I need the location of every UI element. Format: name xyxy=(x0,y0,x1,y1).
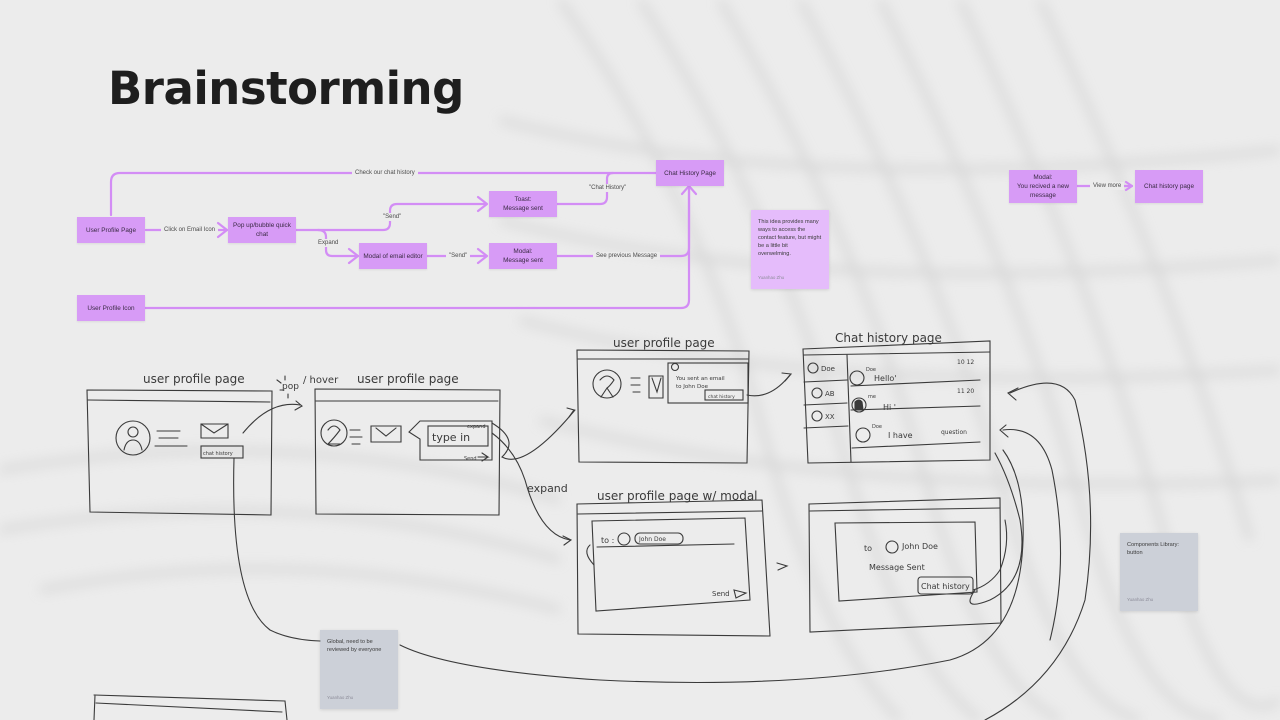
edge-arrow-view-more xyxy=(1124,180,1134,192)
sketch-chat-history-button: chat history xyxy=(203,451,233,457)
node-label: Pop up/bubble quick chat xyxy=(233,222,291,238)
sticky-note-overwhelming[interactable]: This idea provides many ways to access t… xyxy=(751,210,829,289)
sketch-chat-history-page xyxy=(802,340,991,464)
sketch-user-profile-page xyxy=(86,389,321,642)
sketch-chat-history-btn-3: chat history xyxy=(708,394,735,400)
sketch-send-modal: Send xyxy=(712,590,730,598)
sketch-expand-small: expand xyxy=(467,424,486,430)
sketch-sent-msg-1: You sent an email xyxy=(675,376,725,382)
sketch-expand-label: expand xyxy=(527,482,568,495)
edge-label-see-previous: See previous Message xyxy=(593,252,661,260)
node-modal-editor[interactable]: Modal of email editor xyxy=(359,243,427,269)
sketch-sent-msg-2: to John Doe xyxy=(676,384,709,390)
sketch-title-5: user profile page w/ modal xyxy=(597,489,758,503)
sketch-msg-text: Hi ' xyxy=(883,403,896,412)
sketch-chat-history-btn-6: Chat history xyxy=(921,582,970,591)
edge-arrow-send-toast xyxy=(476,195,489,213)
page-title: Brainstorming xyxy=(108,62,464,115)
node-title: Modal: xyxy=(1033,174,1053,181)
edge-label-send-2: "Send" xyxy=(446,252,471,260)
node-user-profile-icon[interactable]: User Profile Icon xyxy=(77,295,145,321)
edge-chat-history xyxy=(555,171,615,206)
node-label: You recived a new message xyxy=(1017,183,1069,199)
sketch-to: to xyxy=(864,544,872,553)
sketch-msg-sender: Doe xyxy=(872,424,882,430)
edge-label-send-1: "Send" xyxy=(380,213,405,221)
node-chat-history-page[interactable]: Chat History Page xyxy=(656,160,724,186)
edge-expand xyxy=(316,228,359,258)
sticky-note-global[interactable]: Global, need to be reviewed by everyone … xyxy=(320,630,398,709)
sticky-text: Global, need to be reviewed by everyone xyxy=(327,639,382,653)
sketch-msg-extra: question xyxy=(941,429,967,436)
sticky-author: Yuanhao Zhu xyxy=(1127,597,1154,602)
sketch-message-sent: Message Sent xyxy=(869,563,925,572)
edge-arrow-click-email xyxy=(216,221,229,239)
node-label: Message sent xyxy=(503,205,543,212)
sketch-message-sent-modal xyxy=(808,497,1008,633)
node-label: User Profile Page xyxy=(85,226,137,234)
sketch-title-4: Chat history page xyxy=(835,331,942,345)
sketch-arrow-pop xyxy=(242,403,301,434)
sketch-pop-text: pop xyxy=(282,382,299,392)
sketch-title-2: user profile page xyxy=(357,372,459,386)
edge-arrow-send-modal xyxy=(476,247,489,265)
sketch-title-1: user profile page xyxy=(143,372,245,386)
node-modal-sent[interactable]: Modal: Message sent xyxy=(489,243,557,269)
node-label: Message sent xyxy=(503,257,543,264)
sketch-hover-text: / hover xyxy=(303,375,339,386)
edge-arrow-chat-page xyxy=(680,184,698,196)
edge-label-expand: Expand xyxy=(315,239,342,247)
node-chat-history-page-2[interactable]: Chat history page xyxy=(1135,170,1203,203)
node-user-profile-page[interactable]: User Profile Page xyxy=(77,217,145,243)
sketch-msg-sender: me xyxy=(868,394,876,400)
edge-check-history xyxy=(109,171,682,217)
node-label: Chat History Page xyxy=(664,169,716,177)
sketch-send: Send xyxy=(464,456,477,462)
sticky-note-components[interactable]: Components Library: button Yuanhao Zhu xyxy=(1120,533,1198,611)
node-title: Modal: xyxy=(513,248,533,255)
sketch-arrowhead xyxy=(294,400,303,411)
sketch-user-profile-modal xyxy=(576,499,789,637)
sketch-recipient-chip: John Doe xyxy=(638,536,666,543)
node-popup-chat[interactable]: Pop up/bubble quick chat xyxy=(228,217,296,243)
edge-label-click-email: Click on Email Icon xyxy=(161,226,219,234)
node-label: Chat history page xyxy=(1143,183,1195,190)
sticky-text: Components Library: button xyxy=(1127,542,1179,556)
edge-user-icon xyxy=(143,184,691,310)
node-modal-new-message[interactable]: Modal: You recived a new message xyxy=(1009,170,1077,203)
node-label: Modal of email editor xyxy=(363,252,423,260)
edge-label-chat-history: "Chat History" xyxy=(586,184,630,192)
sketch-contact: XX xyxy=(825,413,835,421)
sketch-msg-text: Hello' xyxy=(874,374,896,383)
sketch-msg-time: 10 12 xyxy=(957,359,974,366)
sketch-user-profile-page-popup xyxy=(314,388,576,546)
edge-arrow-expand xyxy=(347,247,360,265)
sketch-msg-time: 11 20 xyxy=(957,388,974,395)
sketch-return-arrow-1 xyxy=(984,382,1092,720)
sketch-contact: AB xyxy=(825,390,835,398)
sketch-title-3: user profile page xyxy=(613,336,715,350)
sticky-author: Yuanhao Zhu xyxy=(758,275,785,280)
edge-label-check-history: Check our chat history xyxy=(352,169,418,177)
node-toast[interactable]: Toast: Message sent xyxy=(489,191,557,217)
sketch-to-label: to : xyxy=(601,536,614,545)
sticky-text: This idea provides many ways to access t… xyxy=(758,219,822,257)
node-title: Toast: xyxy=(514,196,532,203)
sticky-author: Yuanhao Zhu xyxy=(327,695,354,700)
node-label: User Profile Icon xyxy=(87,304,135,312)
sketch-type-in: type in xyxy=(432,431,470,444)
sketch-contact: Doe xyxy=(821,365,835,373)
edge-label-view-more: View more xyxy=(1090,182,1125,190)
sketch-msg-text: I have xyxy=(888,431,913,440)
sketch-user-profile-toast xyxy=(576,349,793,464)
sketch-msg-sender: Doe xyxy=(866,367,876,373)
sketch-recipient: John Doe xyxy=(901,542,938,551)
